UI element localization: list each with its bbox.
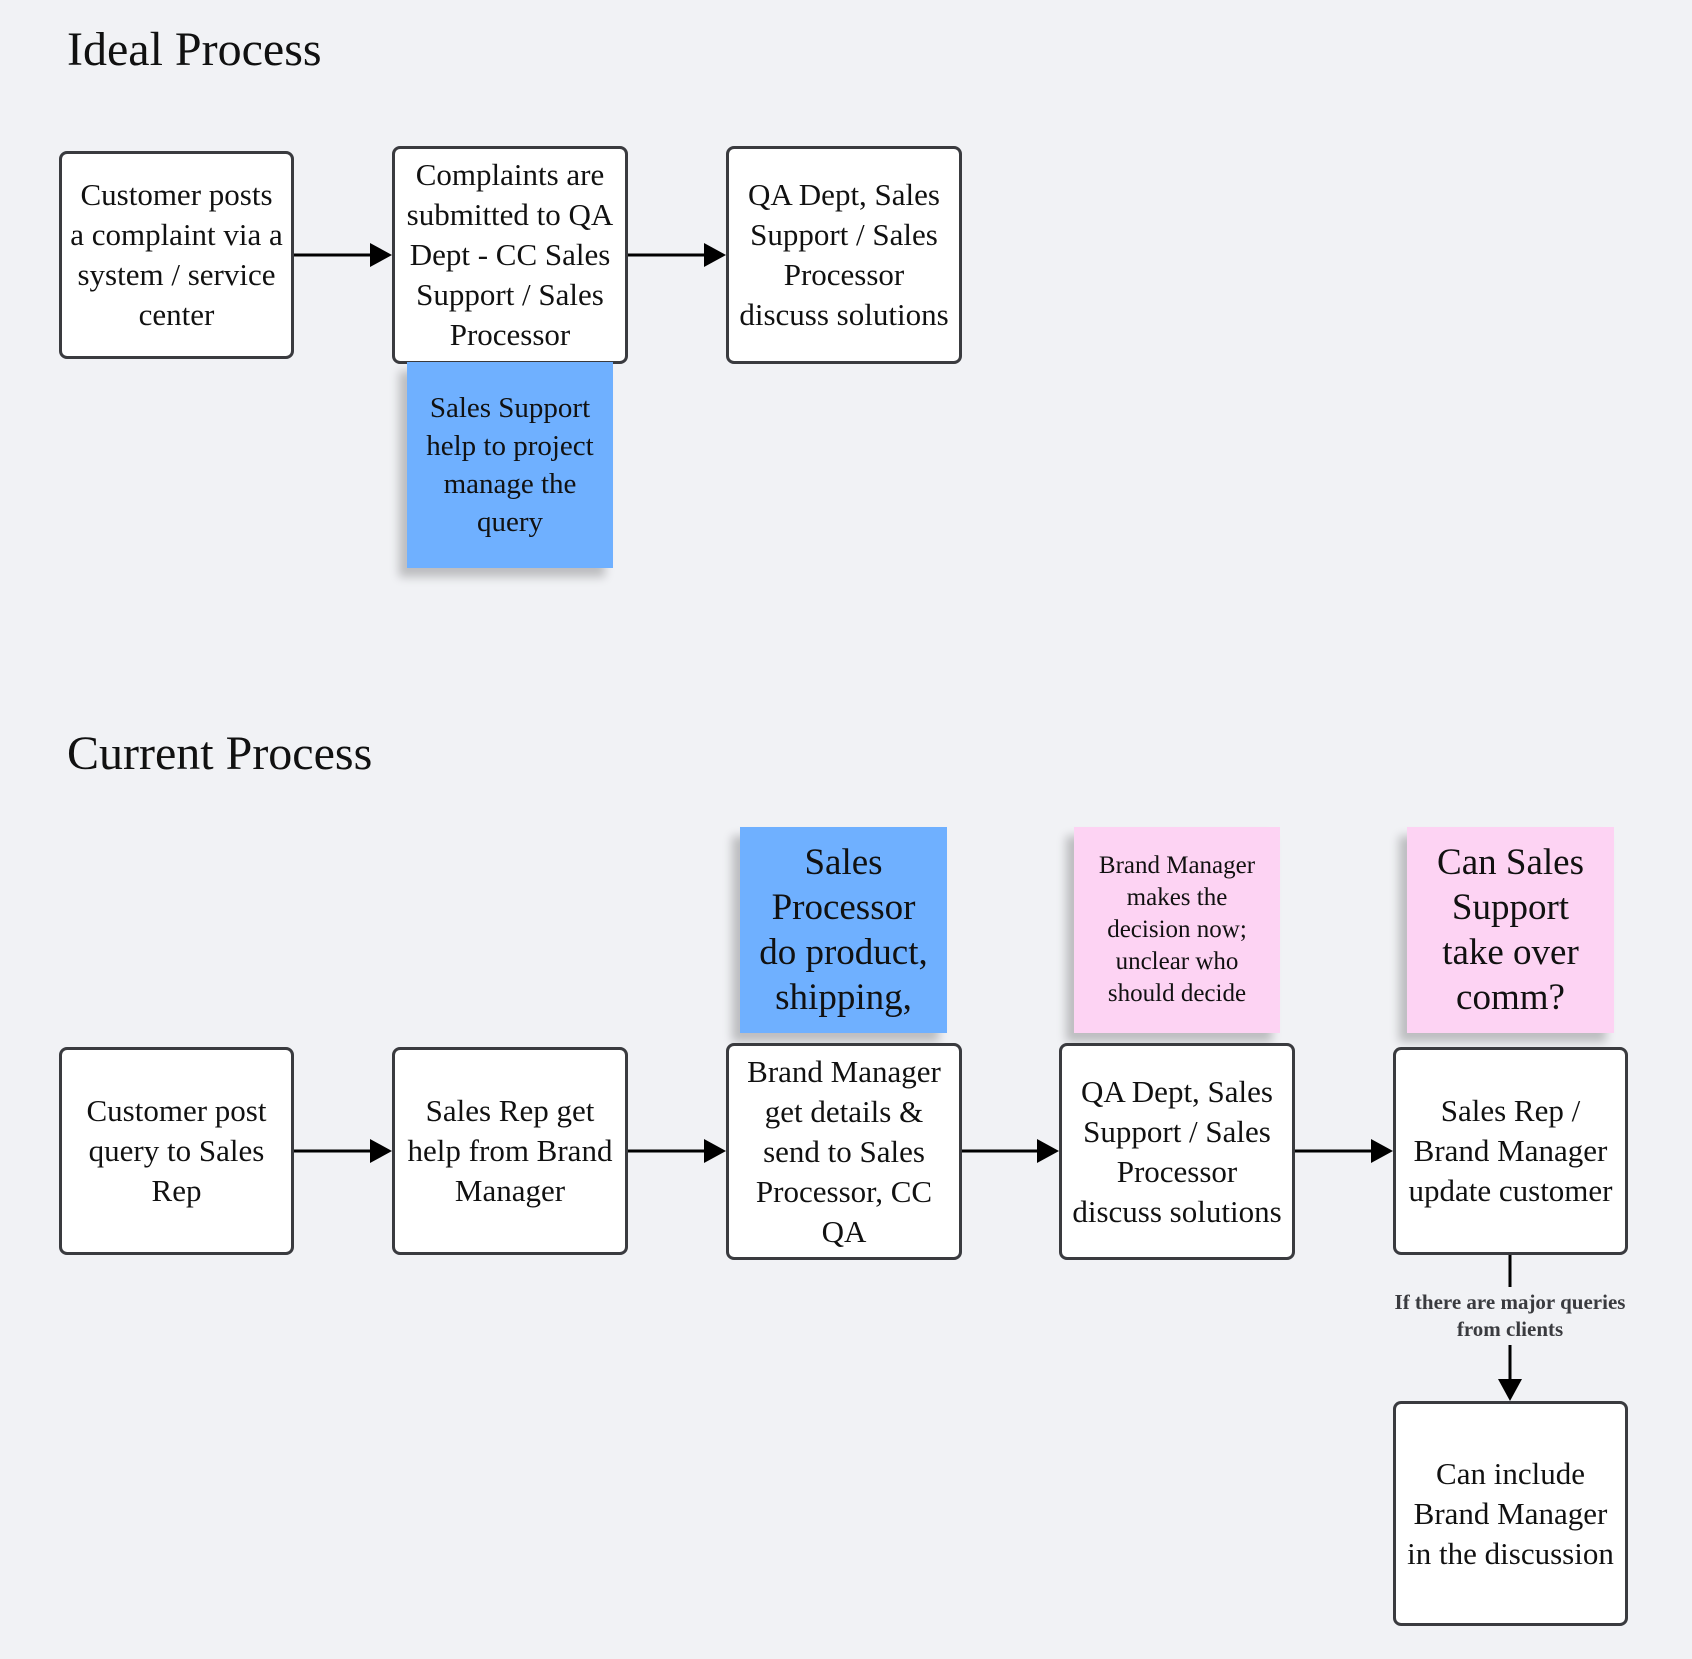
arrowhead-icon bbox=[1371, 1139, 1393, 1163]
current-step-5-label: Sales Rep / Brand Manager update custome… bbox=[1408, 1093, 1613, 1208]
arrowhead-icon bbox=[1037, 1139, 1059, 1163]
current-step-3-label: Brand Manager get details & send to Sale… bbox=[747, 1053, 941, 1249]
current-step-6-label: Can include Brand Manager in the discuss… bbox=[1407, 1455, 1614, 1571]
current-step-brand-manager-details[interactable]: Brand Manager get details & send to Sale… bbox=[726, 1043, 962, 1260]
current-step-4-label: QA Dept, Sales Support / Sales Processor… bbox=[1072, 1073, 1282, 1229]
current-step-update-customer[interactable]: Sales Rep / Brand Manager update custome… bbox=[1393, 1047, 1628, 1255]
current-sticky-note-brand-manager-decision[interactable]: Brand Manager makes the decision now; un… bbox=[1074, 827, 1280, 1033]
ideal-process-title: Ideal Process bbox=[67, 23, 322, 76]
current-process-title: Current Process bbox=[67, 727, 373, 780]
ideal-sticky-note-text: Sales Support help to project manage the… bbox=[426, 392, 594, 538]
ideal-step-3-label: QA Dept, Sales Support / Sales Processor… bbox=[739, 177, 949, 332]
ideal-sticky-note-sales-support[interactable]: Sales Support help to project manage the… bbox=[407, 362, 613, 568]
current-step-discuss-solutions[interactable]: QA Dept, Sales Support / Sales Processor… bbox=[1059, 1043, 1295, 1260]
current-step-include-brand-manager[interactable]: Can include Brand Manager in the discuss… bbox=[1393, 1401, 1628, 1626]
ideal-step-complaints-submitted[interactable]: Complaints are submitted to QA Dept - CC… bbox=[392, 146, 628, 364]
arrowhead-icon bbox=[704, 1139, 726, 1163]
arrowhead-icon bbox=[1498, 1379, 1522, 1401]
arrowhead-icon bbox=[370, 1139, 392, 1163]
current-step-customer-query[interactable]: Customer post query to Sales Rep bbox=[59, 1047, 294, 1255]
connector-label-major-queries: If there are major queries from clients bbox=[1380, 1287, 1640, 1345]
current-step-sales-rep-help[interactable]: Sales Rep get help from Brand Manager bbox=[392, 1047, 628, 1255]
arrowhead-icon bbox=[370, 243, 392, 267]
ideal-step-discuss-solutions[interactable]: QA Dept, Sales Support / Sales Processor… bbox=[726, 146, 962, 364]
current-step-1-label: Customer post query to Sales Rep bbox=[86, 1093, 267, 1208]
ideal-step-1-label: Customer posts a complaint via a system … bbox=[70, 177, 283, 332]
ideal-step-customer-complaint[interactable]: Customer posts a complaint via a system … bbox=[59, 151, 294, 359]
current-sticky-note-1-text: Sales Processor do product, shipping, bbox=[759, 842, 928, 1018]
arrowhead-icon bbox=[704, 243, 726, 267]
current-sticky-note-sales-support-comm[interactable]: Can Sales Support take over comm? bbox=[1407, 827, 1614, 1033]
current-sticky-note-2-text: Brand Manager makes the decision now; un… bbox=[1098, 852, 1256, 1007]
ideal-step-2-label: Complaints are submitted to QA Dept - CC… bbox=[406, 157, 614, 352]
current-sticky-note-sales-processor[interactable]: Sales Processor do product, shipping, bbox=[740, 827, 947, 1033]
current-step-2-label: Sales Rep get help from Brand Manager bbox=[407, 1093, 613, 1208]
current-sticky-note-3-text: Can Sales Support take over comm? bbox=[1437, 842, 1584, 1018]
